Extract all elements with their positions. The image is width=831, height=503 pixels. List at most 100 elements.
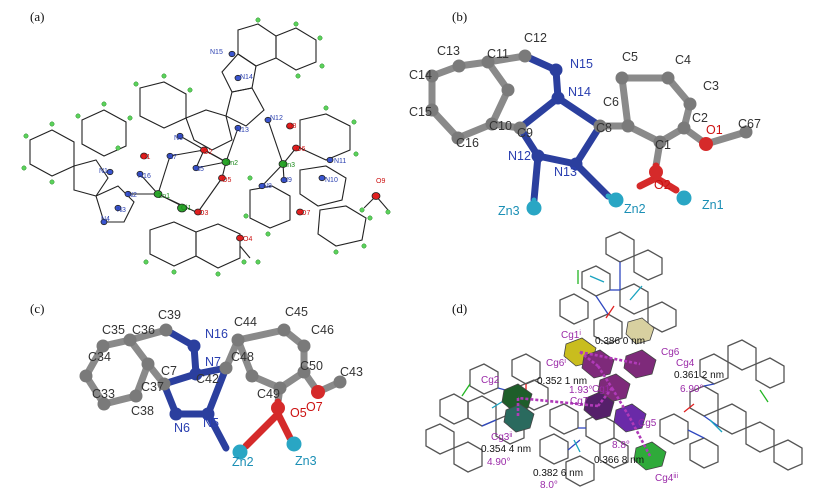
panel-d-0-386-0-nm-label: 0.386 0 nm: [595, 336, 645, 347]
panel-a-atom-zn3-label: Zn3: [283, 162, 295, 169]
panel-d-8-8-label: 8.8°: [612, 440, 630, 451]
panel-d-cg7-label: Cg7: [570, 396, 589, 407]
panel-a-atom-ellipsoids: [100, 50, 381, 242]
panel-c-atom-n6-label: N6: [174, 421, 190, 435]
panel-d-1-93-label: 1.93°: [569, 385, 592, 396]
panel-d-0-382-6-nm-label: 0.382 6 nm: [533, 468, 583, 479]
panel-c-atom-n16-label: N16: [205, 327, 228, 341]
panel-b-atom-c10-label: C10: [489, 119, 512, 133]
panel-a-atom-n15-label: N15: [210, 49, 223, 56]
panel-b-atom-zn2-label: Zn2: [624, 202, 646, 216]
panel-c-atom-c50-label: C50: [300, 359, 323, 373]
panel-c-atom-c34-label: C34: [88, 350, 111, 364]
panel-b-atom-zn1-label: Zn1: [702, 198, 724, 212]
panel-d-symmetry-superscript: i: [579, 330, 581, 337]
panel-a-atom-zn2-label: Zn2: [226, 160, 238, 167]
panel-a-ortep-structure: [29, 23, 389, 269]
panel-c-atom-balls: [79, 323, 347, 460]
panel-d-cg1-label: Cg1i: [561, 330, 581, 342]
panel-c-atom-c49-label: C49: [257, 387, 280, 401]
panel-b-atom-c6-label: C6: [603, 95, 619, 109]
panel-c-atom-c38-label: C38: [131, 404, 154, 418]
panel-a-atom-o6-label: O6: [296, 146, 305, 153]
panel-a-label: (a): [30, 9, 44, 24]
panel-b-atom-c11-label: C11: [487, 47, 509, 61]
panel-a-atom-n10-label: N10: [325, 177, 338, 184]
panel-b-atom-c5-label: C5: [622, 50, 638, 64]
panel-d-cg4-label: Cg4iii: [655, 473, 678, 485]
panel-b-atom-c15-label: C15: [409, 105, 432, 119]
panel-d-0-366-8-nm-label: 0.366 8 nm: [594, 455, 644, 466]
panel-d-label: (d): [452, 301, 467, 316]
panel-a-atom-n14-label: N14: [240, 74, 253, 81]
panel-c-atom-c42-label: C42: [196, 372, 219, 386]
panel-a-atom-n13-label: N13: [236, 127, 249, 134]
panel-c-atom-c46-label: C46: [311, 323, 334, 337]
panel-b-ligand-sticks: [428, 52, 750, 211]
panel-c-atom-c7-label: C7: [161, 364, 177, 378]
panel-b-atom-c16-label: C16: [456, 136, 479, 150]
panel-d-cg5-label: Cg5: [638, 418, 657, 429]
panel-c-atom-n7-label: N7: [205, 355, 221, 369]
panel-b-atom-c13-label: C13: [437, 44, 460, 58]
panel-a-atom-n7-label: N7: [168, 154, 177, 161]
panel-b-atom-c14-label: C14: [409, 68, 432, 82]
panel-b-atom-o2-label: O2: [654, 178, 671, 192]
panel-c-atom-c37-label: C37: [141, 380, 164, 394]
panel-d-6-90-label: 6.90°: [680, 384, 703, 395]
panel-d-centroid-rings: [501, 317, 667, 471]
panel-b-atom-balls: [425, 49, 753, 216]
panel-d-cg6-label: Cg6: [661, 347, 680, 358]
panel-c-atom-n5-label: N5: [203, 416, 219, 430]
panel-a-atom-n9-label: N9: [283, 177, 292, 184]
panel-c-atom-c35-label: C35: [102, 323, 125, 337]
panel-b-atom-c12-label: C12: [524, 31, 547, 45]
panel-a-atom-n2-label: N2: [128, 192, 137, 199]
panel-b-atom-n14-label: N14: [568, 85, 591, 99]
panel-c-atom-zn3-label: Zn3: [295, 454, 317, 468]
panel-b-atom-c2-label: C2: [692, 111, 708, 125]
panel-a-atom-o7-label: O7: [301, 210, 310, 217]
panel-b-atom-c1-label: C1: [655, 138, 671, 152]
panel-c-atom-o7-label: O7: [306, 400, 323, 414]
panel-a-atom-cl1-label: Cl1: [181, 205, 192, 212]
panel-a-atom-zn1-label: Zn1: [158, 193, 170, 200]
panel-c-atom-c45-label: C45: [285, 305, 308, 319]
panel-a-atom-n4-label: N4: [101, 216, 110, 223]
panel-b-atom-c3-label: C3: [703, 79, 719, 93]
panel-b-atom-n13-label: N13: [554, 165, 577, 179]
panel-d-cg3-label: Cg3ii: [491, 432, 513, 444]
panel-c-atom-c44-label: C44: [234, 315, 257, 329]
panel-c-atom-c33-label: C33: [92, 387, 115, 401]
panel-a-hydrogen-atoms: [21, 17, 391, 277]
panel-a-atom-n8-label: N8: [263, 183, 272, 190]
panel-d-0-354-4-nm-label: 0.354 4 nm: [481, 444, 531, 455]
panel-b-atom-c4-label: C4: [675, 53, 691, 67]
panel-d-0-361-2-nm-label: 0.361 2 nm: [674, 370, 724, 381]
panel-a-atom-n3-label: N3: [117, 207, 126, 214]
panel-a-atom-n16-label: N16: [138, 173, 151, 180]
panel-a-atom-o2-label: O2: [203, 149, 212, 156]
panel-a-atom-n11-label: N11: [334, 158, 346, 165]
panel-a-atom-o8-label: O8: [287, 123, 296, 130]
panel-d-packing-wireframe: [425, 231, 803, 487]
panel-a-atom-n5-label: N5: [195, 166, 204, 173]
panel-b-atom-c9-label: C9: [517, 126, 533, 140]
panel-b-atom-zn3-label: Zn3: [498, 204, 520, 218]
panel-a-atom-o1-label: O1: [141, 154, 150, 161]
panel-a-atom-o3-label: O3: [199, 210, 208, 217]
panel-c-atom-zn2-label: Zn2: [232, 455, 254, 469]
panel-d-symmetry-superscript: ii: [509, 432, 513, 439]
panel-d-cg6-label: Cg6i: [546, 358, 566, 370]
panel-a-atom-n6-label: N6: [174, 135, 183, 142]
panel-c-atom-c48-label: C48: [231, 350, 254, 364]
panel-a-atom-o5-label: O5: [222, 177, 231, 184]
panel-d-stacking-lines: [516, 350, 652, 457]
panel-c-label: (c): [30, 301, 44, 316]
panel-d-4-90-label: 4.90°: [487, 457, 510, 468]
panel-d-symmetry-superscript: i: [564, 358, 566, 365]
panel-c-atom-c39-label: C39: [158, 308, 181, 322]
